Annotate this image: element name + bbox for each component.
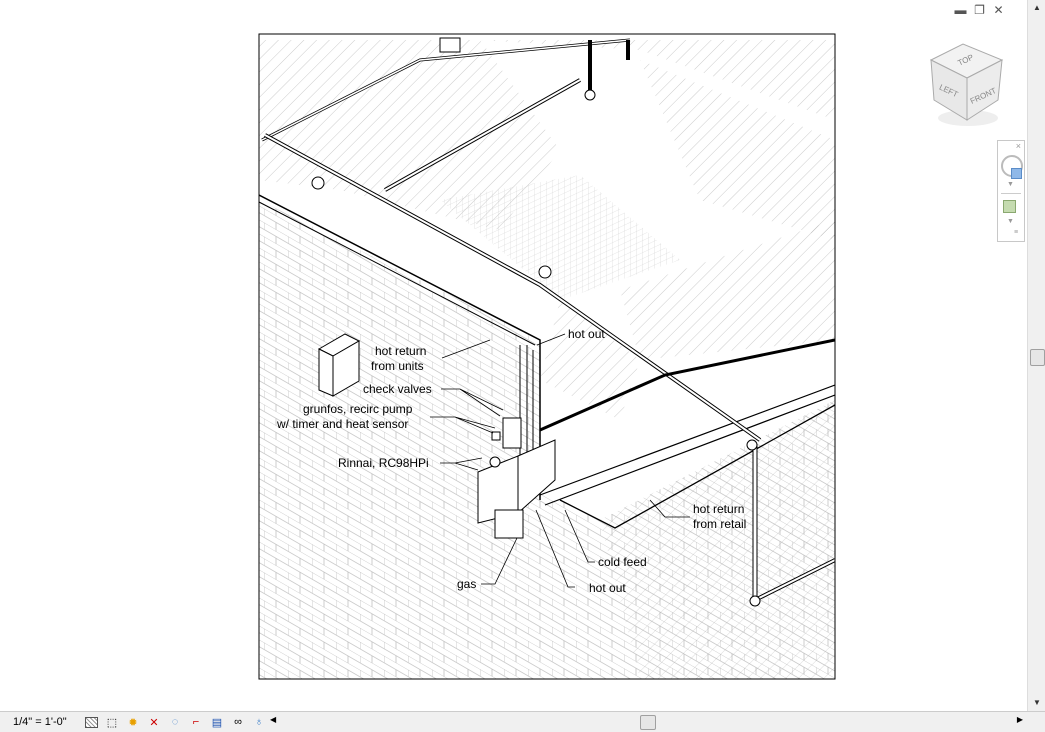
view-crop-frame [258,33,836,680]
temporary-hide-icon[interactable]: ▤ [211,716,223,729]
drawing-canvas[interactable]: hot out hot return from units check valv… [0,0,1027,711]
restore-icon[interactable]: ❐ [974,3,985,17]
label-hot-return-units-2: from units [371,359,424,373]
minimize-icon[interactable]: ▬ [954,3,967,17]
horizontal-scroll-thumb[interactable] [640,715,656,730]
close-icon[interactable]: ✕ [993,3,1004,17]
shadows-off-icon[interactable]: ✕ [149,716,159,729]
sun-path-off-icon[interactable]: ✹ [128,716,138,729]
view-window-controls: ▬ ❐ ✕ [954,3,1005,17]
label-hot-out-top: hot out [568,327,605,341]
steering-wheel-cube-icon [1011,168,1022,179]
3d-view-drawing: hot out hot return from units check valv… [258,33,1004,680]
lock-view-icon[interactable]: ♁ [254,716,264,728]
zoom-dropdown-icon[interactable]: ▼ [1007,218,1014,225]
label-cold-feed: cold feed [598,555,647,569]
label-hot-return-retail-2: from retail [693,517,746,531]
scroll-down-arrow-icon[interactable]: ▼ [1033,698,1041,707]
label-check-valves: check valves [363,382,432,396]
horizontal-scrollbar[interactable]: ◀ ▶ [268,714,1025,730]
label-gas: gas [457,577,476,591]
label-hot-return-units: hot return [375,344,426,358]
crop-view-icon[interactable]: ◌ [171,716,179,728]
vertical-scrollbar[interactable]: ▲ ▼ [1027,0,1045,711]
label-water-heater: Rinnai, RC98HPi [338,456,429,470]
navigation-bar: × ▼ ▼ ≡ [997,140,1025,242]
navbar-options-icon[interactable]: ≡ [1014,229,1019,236]
detail-level-icon[interactable] [85,716,98,728]
scroll-up-arrow-icon[interactable]: ▲ [1033,3,1041,12]
viewcube[interactable]: TOP LEFT FRONT [929,43,1004,126]
vertical-scroll-thumb[interactable] [1030,349,1045,366]
view-scale[interactable]: 1/4" = 1'-0" [13,716,67,728]
reveal-hidden-icon[interactable]: ∞ [234,716,242,728]
visual-style-icon[interactable]: ⬚ [106,716,118,729]
scroll-right-arrow-icon[interactable]: ▶ [1016,715,1023,724]
label-hot-out-bottom: hot out [589,581,626,595]
label-recirc-pump-2: w/ timer and heat sensor [276,417,408,431]
view-control-bar: 1/4" = 1'-0" ⬚ ✹ ✕ ◌ ⌐ ▤ ∞ ♁ ◀ ▶ [0,711,1045,732]
label-recirc-pump: grunfos, recirc pump [303,402,413,416]
zoom-region-icon[interactable] [1003,200,1016,213]
scroll-left-arrow-icon[interactable]: ◀ [270,715,277,724]
steering-wheel-dropdown-icon[interactable]: ▼ [1007,181,1014,188]
show-crop-region-icon[interactable]: ⌐ [192,716,200,728]
navbar-close-icon[interactable]: × [1015,141,1021,151]
label-hot-return-retail: hot return [693,502,744,516]
